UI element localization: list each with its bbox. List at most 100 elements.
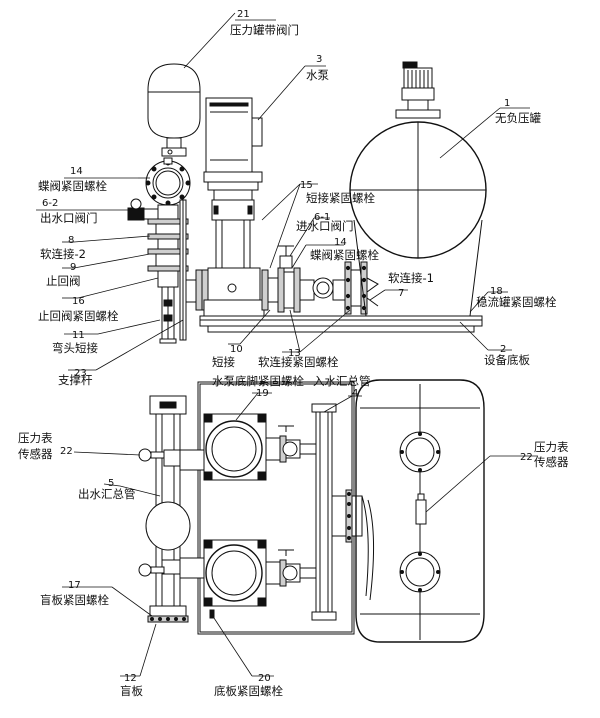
callout-4: 入水汇总管 4	[313, 374, 371, 399]
callout-13: 13 软连接紧固螺栓	[258, 348, 339, 369]
svg-text:8: 8	[68, 235, 74, 246]
callout-5: 5 出水汇总管	[78, 478, 136, 501]
side-view-leaders	[73, 12, 501, 371]
svg-text:11: 11	[72, 330, 85, 341]
svg-text:软连接-2: 软连接-2	[40, 247, 86, 261]
callout-11: 11 弯头短接	[52, 330, 98, 355]
svg-text:入水汇总管: 入水汇总管	[313, 374, 371, 388]
callout-8: 8 软连接-2	[40, 235, 86, 261]
svg-text:蝶阀紧固螺栓: 蝶阀紧固螺栓	[38, 179, 107, 193]
non-negative-pressure-tank	[349, 61, 487, 317]
callout-3: 3 水泵	[305, 54, 329, 82]
side-elevation-view	[73, 12, 501, 371]
svg-text:15: 15	[300, 180, 313, 191]
plan-view-leaders	[73, 392, 538, 677]
support-rod	[179, 199, 187, 341]
svg-text:6-2: 6-2	[42, 198, 58, 209]
outlet-butterfly-valve	[145, 157, 191, 206]
svg-text:22: 22	[520, 452, 533, 463]
callout-20: 20 底板紧固螺栓	[214, 673, 283, 698]
svg-text:5: 5	[108, 478, 114, 489]
callout-10: 10 短接	[212, 343, 243, 369]
svg-text:设备底板: 设备底板	[484, 353, 530, 367]
callout-22-left: 压力表 22 传感器	[18, 431, 73, 461]
lower-pump-plan	[203, 539, 317, 607]
svg-text:软连接紧固螺栓: 软连接紧固螺栓	[258, 355, 339, 369]
svg-text:1: 1	[504, 98, 510, 109]
svg-text:10: 10	[230, 344, 243, 355]
outlet-riser-stack	[147, 204, 189, 344]
callout-21: 21 压力罐带阀门	[230, 9, 299, 37]
svg-text:盲板紧固螺栓: 盲板紧固螺栓	[40, 593, 109, 607]
upper-pump-plan	[203, 413, 317, 481]
svg-text:14: 14	[334, 237, 347, 248]
svg-text:短接: 短接	[212, 355, 235, 369]
svg-text:16: 16	[72, 296, 85, 307]
svg-text:软连接-1: 软连接-1	[388, 271, 434, 285]
svg-text:盲板: 盲板	[120, 684, 143, 698]
svg-text:13: 13	[288, 348, 301, 359]
svg-text:稳流罐紧固螺栓: 稳流罐紧固螺栓	[476, 295, 557, 309]
inlet-header-pipe	[311, 403, 363, 621]
svg-text:进水口阀门: 进水口阀门	[296, 219, 354, 233]
callout-14-upper: 14 蝶阀紧固螺栓	[38, 166, 138, 193]
svg-text:蝶阀紧固螺栓: 蝶阀紧固螺栓	[310, 248, 379, 262]
svg-text:14: 14	[70, 166, 83, 177]
callout-2: 2 设备底板	[484, 344, 530, 367]
plan-view	[73, 379, 538, 677]
svg-text:20: 20	[258, 673, 271, 684]
svg-text:压力罐带阀门: 压力罐带阀门	[230, 23, 299, 37]
svg-text:支撑杆: 支撑杆	[58, 373, 93, 387]
callout-7: 7	[385, 288, 408, 299]
svg-text:压力表: 压力表	[534, 440, 569, 454]
svg-text:2: 2	[500, 344, 506, 355]
svg-text:出水口阀门: 出水口阀门	[40, 211, 98, 225]
svg-text:压力表: 压力表	[18, 431, 53, 445]
callout-16: 16 止回阀紧固螺栓	[38, 296, 119, 323]
svg-text:底板紧固螺栓: 底板紧固螺栓	[214, 684, 283, 698]
svg-text:22: 22	[60, 446, 73, 457]
svg-text:弯头短接: 弯头短接	[52, 341, 98, 355]
svg-text:18: 18	[490, 286, 503, 297]
svg-text:短接紧固螺栓: 短接紧固螺栓	[306, 191, 375, 205]
pressure-tank-with-valve	[147, 63, 201, 157]
outlet-pressure-gauge	[138, 448, 165, 577]
svg-text:12: 12	[124, 673, 137, 684]
callout-14-lower: 14 蝶阀紧固螺栓	[306, 237, 379, 262]
svg-text:出水汇总管: 出水汇总管	[78, 487, 136, 501]
base-bolt-marker	[209, 609, 215, 619]
outlet-port-valve	[127, 198, 159, 221]
outlet-header-pipe	[145, 395, 205, 623]
callout-6-1: 6-1 进水口阀门	[296, 212, 354, 233]
stabilizer-tank-plan	[355, 379, 485, 643]
callout-9: 9 止回阀	[46, 262, 81, 288]
svg-text:止回阀紧固螺栓: 止回阀紧固螺栓	[38, 309, 119, 323]
inlet-piping	[261, 245, 379, 315]
svg-text:6-1: 6-1	[314, 212, 330, 223]
equipment-base-plate	[199, 315, 483, 333]
svg-text:水泵: 水泵	[306, 68, 329, 82]
svg-text:止回阀: 止回阀	[46, 274, 81, 288]
callout-6-2: 6-2 出水口阀门	[36, 198, 127, 225]
svg-text:7: 7	[398, 288, 404, 299]
callout-22-right: 压力表 22 传感器	[520, 440, 569, 469]
callout-17: 17 盲板紧固螺栓	[40, 580, 112, 607]
vertical-pump	[203, 97, 265, 317]
callout-15: 15 短接紧固螺栓	[300, 180, 375, 205]
callout-soft-joint-1: 软连接-1	[388, 271, 434, 285]
callout-19: 水泵底脚紧固螺栓 19	[212, 374, 304, 399]
svg-text:3: 3	[316, 54, 322, 65]
svg-text:23: 23	[74, 368, 87, 379]
svg-text:传感器: 传感器	[18, 447, 53, 461]
svg-text:19: 19	[256, 388, 269, 399]
svg-text:4: 4	[352, 388, 358, 399]
svg-text:9: 9	[70, 262, 76, 273]
callout-23: 23 支撑杆	[58, 368, 96, 387]
svg-text:17: 17	[68, 580, 81, 591]
svg-text:无负压罐: 无负压罐	[495, 111, 541, 125]
svg-text:水泵底脚紧固螺栓: 水泵底脚紧固螺栓	[212, 374, 304, 388]
callout-1: 1 无负压罐	[495, 98, 541, 125]
callout-12: 12 盲板	[120, 673, 143, 698]
svg-text:传感器: 传感器	[534, 455, 569, 469]
